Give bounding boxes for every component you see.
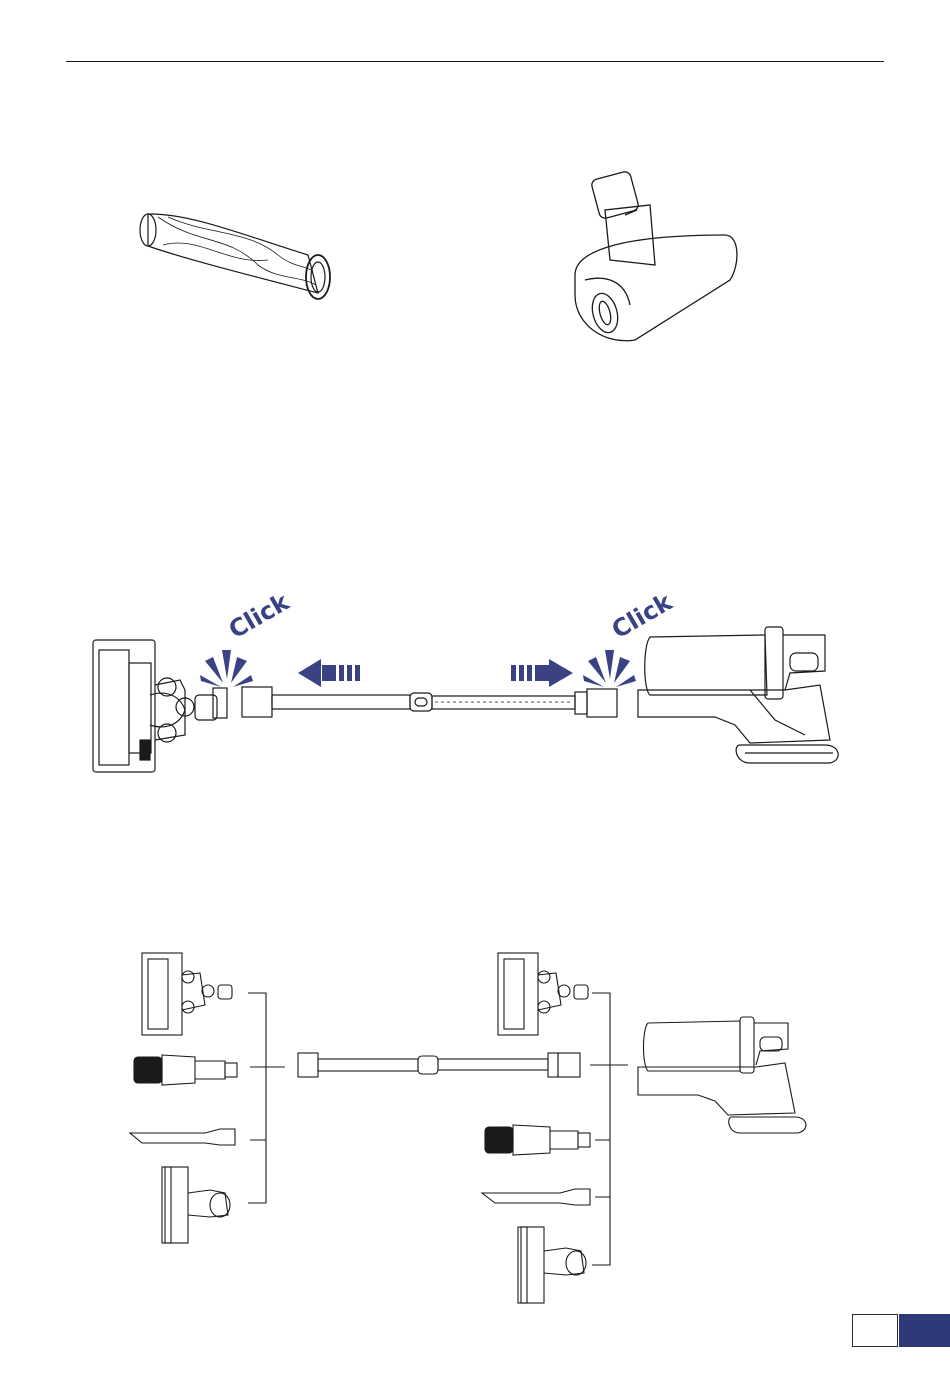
floor-head-illustration (93, 640, 227, 772)
crevice-tool-illustration (518, 1227, 586, 1303)
floor-head-illustration (142, 953, 232, 1035)
brush-roll-illustration (128, 205, 348, 305)
crevice-tool-illustration (130, 1129, 235, 1145)
header-rule (66, 61, 884, 62)
page-tab (899, 1314, 950, 1347)
click-burst-right (605, 650, 614, 679)
crevice-tool-illustration (162, 1167, 230, 1243)
mini-motorized-brush-illustration (565, 165, 745, 345)
extension-tube-illustration (298, 1053, 580, 1077)
extension-tube-illustration (242, 687, 617, 717)
arrow-right-icon (511, 659, 573, 687)
handheld-vacuum-illustration (638, 627, 838, 763)
configuration-diagram (120, 945, 840, 1310)
crevice-tool-illustration (482, 1189, 590, 1205)
click-label-left: Click (224, 595, 295, 644)
dusting-brush-illustration (134, 1055, 237, 1085)
arrow-left-icon (298, 659, 360, 687)
assembly-diagram: Click Click (85, 595, 865, 785)
dusting-brush-illustration (485, 1125, 590, 1155)
handheld-vacuum-illustration (638, 1017, 806, 1133)
floor-head-illustration (498, 953, 588, 1035)
page-number-box (852, 1314, 898, 1347)
click-burst-left (222, 650, 231, 679)
